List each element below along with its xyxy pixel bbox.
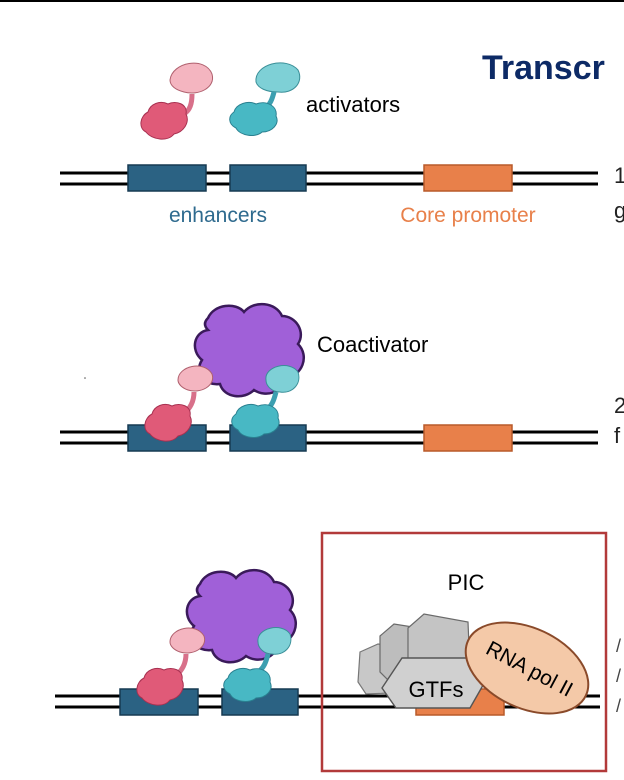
activator-teal-3 — [223, 627, 292, 702]
core-promoter-label: Core promoter — [400, 204, 535, 227]
slide-title: Transcr — [482, 49, 605, 87]
core-promoter-box-2 — [423, 424, 513, 452]
activator-pink-2 — [144, 365, 214, 442]
activator-teal-1 — [229, 62, 301, 136]
activators-label: activators — [306, 92, 400, 117]
stage-3: PIC GTFs RNA pol II / / / — [55, 531, 621, 773]
pic-label: PIC — [448, 570, 485, 595]
stage-2: Coactivator 2 f — [60, 303, 624, 452]
side-text-1-line1: 1 — [614, 163, 624, 188]
pic-frame — [320, 531, 608, 773]
core-promoter-box-1 — [423, 164, 513, 192]
gtfs-label: GTFs — [409, 677, 464, 702]
side-text-2-line2: f — [614, 423, 621, 448]
enhancer-box-2b — [229, 424, 307, 452]
speck-dot — [84, 377, 86, 379]
side-text-2-line1: 2 — [614, 393, 624, 418]
stage-1: enhancers Core promoter activators 1 g — [60, 62, 624, 227]
enhancer-box-1b — [229, 164, 307, 192]
activator-pink-1 — [140, 62, 214, 140]
side-mark-3c: / — [616, 696, 621, 716]
side-text-1-line2: g — [614, 198, 624, 223]
activator-pink-3 — [136, 627, 206, 706]
activator-teal-2 — [231, 365, 300, 438]
coactivator-label: Coactivator — [317, 332, 428, 357]
enhancers-label: enhancers — [169, 204, 267, 227]
enhancer-box-1a — [127, 164, 207, 192]
side-mark-3a: / — [616, 636, 621, 656]
side-mark-3b: / — [616, 666, 621, 686]
rna-pol-ii — [464, 621, 590, 715]
